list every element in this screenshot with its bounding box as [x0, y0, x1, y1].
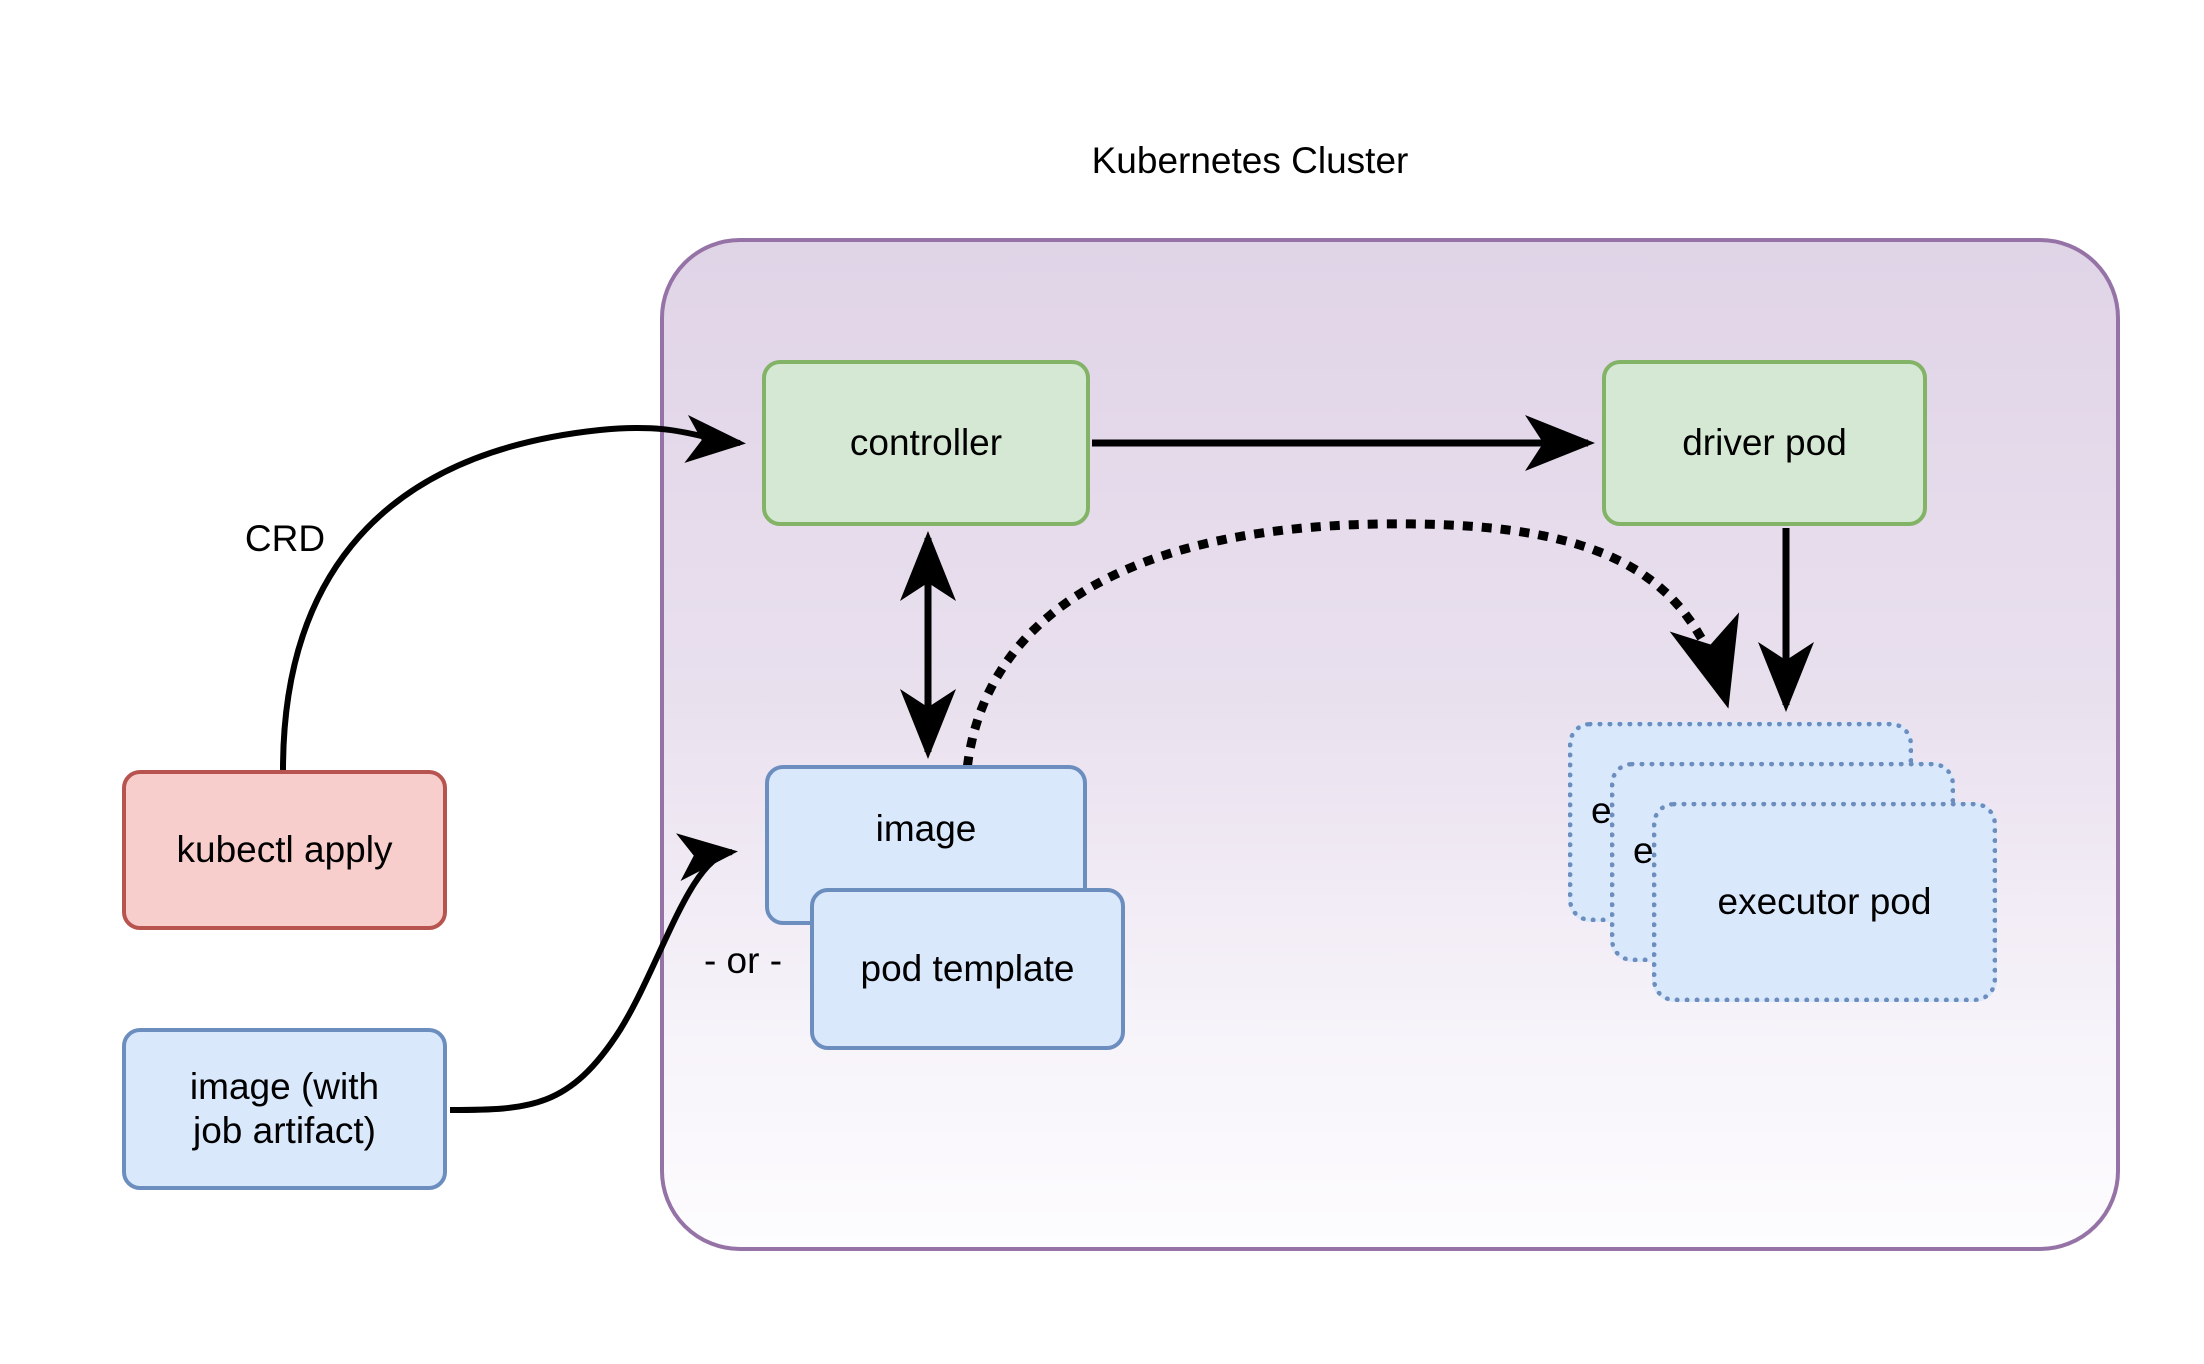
- node-image-with-job-artifact-line1: image (with: [189, 1065, 380, 1107]
- node-executor-pod-front[interactable]: executor pod: [1652, 802, 1997, 1002]
- node-kubectl-apply-label: kubectl apply: [176, 828, 393, 870]
- node-executor-pod-front-label: executor pod: [1717, 880, 1932, 922]
- node-pod-template-label: pod template: [860, 947, 1075, 989]
- node-controller-label: controller: [849, 421, 1003, 463]
- label-or: - or -: [703, 940, 783, 981]
- node-kubectl-apply[interactable]: kubectl apply: [122, 770, 447, 930]
- node-image-with-job-artifact-line2: job artifact): [192, 1110, 376, 1151]
- node-driver-pod-label: driver pod: [1682, 421, 1847, 463]
- node-controller[interactable]: controller: [762, 360, 1090, 526]
- node-driver-pod[interactable]: driver pod: [1602, 360, 1927, 526]
- node-image-with-job-artifact-label: image (with job artifact): [190, 1065, 379, 1154]
- node-image-with-job-artifact[interactable]: image (with job artifact): [122, 1028, 447, 1190]
- node-pod-template[interactable]: pod template: [810, 888, 1125, 1050]
- cluster-title: Kubernetes Cluster: [1091, 140, 1409, 181]
- node-image-label: image: [875, 808, 977, 849]
- edge-label-crd: CRD: [244, 518, 326, 559]
